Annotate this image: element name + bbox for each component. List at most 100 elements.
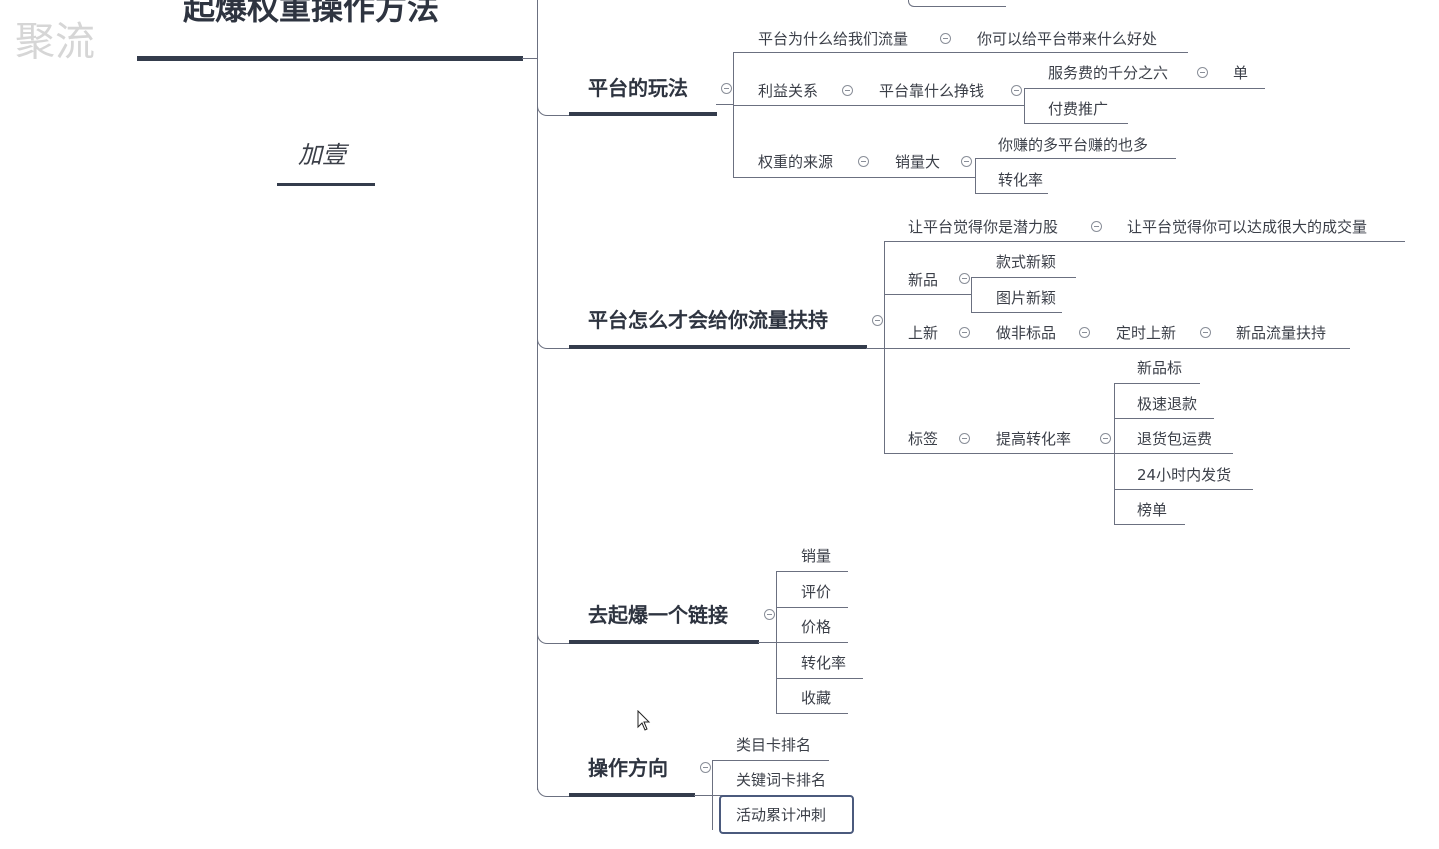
topic[interactable]: 定时上新 — [1116, 324, 1177, 342]
topic[interactable]: 款式新颖 — [996, 253, 1057, 271]
list-item-selected[interactable]: 活动累计冲刺 — [736, 806, 827, 824]
connector — [712, 760, 829, 761]
branch-operation-direction[interactable]: 操作方向 — [588, 756, 668, 780]
collapse-icon[interactable] — [961, 156, 972, 167]
topic[interactable]: 单 — [1233, 64, 1249, 82]
topic[interactable]: 标签 — [908, 430, 939, 448]
connector — [733, 52, 1188, 53]
list-item[interactable]: 评价 — [801, 583, 832, 601]
topic[interactable]: 平台靠什么挣钱 — [879, 82, 985, 100]
collapse-icon[interactable] — [842, 85, 853, 96]
root-topic[interactable]: 起爆权重操作方法 — [183, 0, 440, 27]
branch-traffic-support[interactable]: 平台怎么才会给你流量扶持 — [588, 308, 828, 332]
branch-underline — [569, 793, 695, 797]
connector — [884, 294, 971, 295]
tag-item[interactable]: 退货包运费 — [1137, 430, 1213, 448]
collapse-icon[interactable] — [959, 433, 970, 444]
collapse-icon[interactable] — [858, 156, 869, 167]
tag-item[interactable]: 榜单 — [1137, 501, 1168, 519]
connector — [537, 785, 570, 797]
author-label[interactable]: 加壹 — [298, 141, 346, 169]
collapse-icon[interactable] — [1200, 327, 1211, 338]
connector — [1114, 383, 1200, 384]
collapse-icon[interactable] — [1091, 221, 1102, 232]
topic[interactable]: 提高转化率 — [996, 430, 1072, 448]
connector — [884, 241, 1405, 242]
topic[interactable]: 你可以给平台带来什么好处 — [977, 30, 1158, 48]
root-underline — [137, 56, 523, 61]
topic[interactable]: 做非标品 — [996, 324, 1057, 342]
list-item[interactable]: 销量 — [801, 547, 832, 565]
author-underline — [277, 183, 375, 186]
connector — [776, 607, 848, 608]
list-item[interactable]: 价格 — [801, 618, 832, 636]
topic[interactable]: 你赚的多平台赚的也多 — [998, 136, 1149, 154]
topic[interactable]: 让平台觉得你可以达成很大的成交量 — [1127, 218, 1368, 236]
collapse-icon[interactable] — [764, 609, 775, 620]
tag-item[interactable]: 新品标 — [1137, 359, 1183, 377]
connector — [884, 453, 1114, 454]
topic[interactable]: 平台为什么给我们流量 — [758, 30, 909, 48]
connector — [1024, 88, 1025, 123]
mouse-cursor-icon — [637, 710, 651, 731]
connector — [1024, 88, 1265, 89]
connector — [537, 104, 570, 116]
collapse-icon[interactable] — [1011, 85, 1022, 96]
branch-explode-link[interactable]: 去起爆一个链接 — [588, 603, 728, 627]
connector — [1024, 123, 1128, 124]
connector — [716, 104, 733, 105]
connector — [733, 52, 734, 178]
connector — [971, 277, 972, 312]
topic[interactable]: 新品流量扶持 — [1236, 324, 1327, 342]
branch-platform-rules[interactable]: 平台的玩法 — [588, 76, 688, 100]
collapse-icon[interactable] — [721, 83, 732, 94]
topic[interactable]: 新品 — [908, 271, 939, 289]
tag-item[interactable]: 24小时内发货 — [1137, 466, 1232, 484]
connector — [975, 193, 1048, 194]
topic[interactable]: 上新 — [908, 324, 939, 342]
connector — [537, 632, 570, 644]
collapse-icon[interactable] — [872, 315, 883, 326]
collapse-icon[interactable] — [1100, 433, 1111, 444]
list-item[interactable]: 收藏 — [801, 689, 832, 707]
collapse-icon[interactable] — [940, 33, 951, 44]
topic[interactable]: 让平台觉得你是潜力股 — [908, 218, 1059, 236]
list-item[interactable]: 转化率 — [801, 654, 847, 672]
connector — [733, 177, 975, 178]
selected-topic-frame[interactable] — [719, 795, 854, 834]
topic[interactable]: 服务费的千分之六 — [1048, 64, 1169, 82]
connector — [975, 158, 976, 193]
connector — [776, 713, 848, 714]
collapse-icon[interactable] — [959, 273, 970, 284]
tag-item[interactable]: 极速退款 — [1137, 395, 1198, 413]
topic[interactable]: 付费推广 — [1048, 100, 1109, 118]
connector — [971, 277, 1076, 278]
connector — [537, 337, 570, 349]
list-item[interactable]: 关键词卡排名 — [736, 771, 827, 789]
connector — [776, 678, 863, 679]
collapse-icon[interactable] — [700, 762, 711, 773]
connector — [975, 158, 1176, 159]
connector — [733, 105, 1024, 106]
collapse-icon[interactable] — [1197, 67, 1208, 78]
branch-underline — [569, 112, 717, 116]
connector — [522, 58, 537, 59]
collapse-icon[interactable] — [959, 327, 970, 338]
connector — [971, 312, 1062, 313]
topic[interactable]: 图片新颖 — [996, 289, 1057, 307]
topic[interactable]: 权重的来源 — [758, 153, 834, 171]
connector — [776, 571, 848, 572]
topic[interactable]: 利益关系 — [758, 82, 819, 100]
watermark: 聚流 — [15, 19, 95, 65]
topic[interactable]: 销量大 — [895, 153, 941, 171]
connector — [908, 0, 1006, 7]
topic[interactable]: 转化率 — [998, 171, 1044, 189]
connector — [1114, 453, 1233, 454]
connector — [1114, 418, 1214, 419]
branch-underline — [569, 640, 759, 644]
branch-underline — [569, 345, 867, 349]
collapse-icon[interactable] — [1079, 327, 1090, 338]
list-item[interactable]: 类目卡排名 — [736, 736, 812, 754]
connector — [884, 241, 885, 454]
main-trunk-line — [537, 0, 538, 790]
